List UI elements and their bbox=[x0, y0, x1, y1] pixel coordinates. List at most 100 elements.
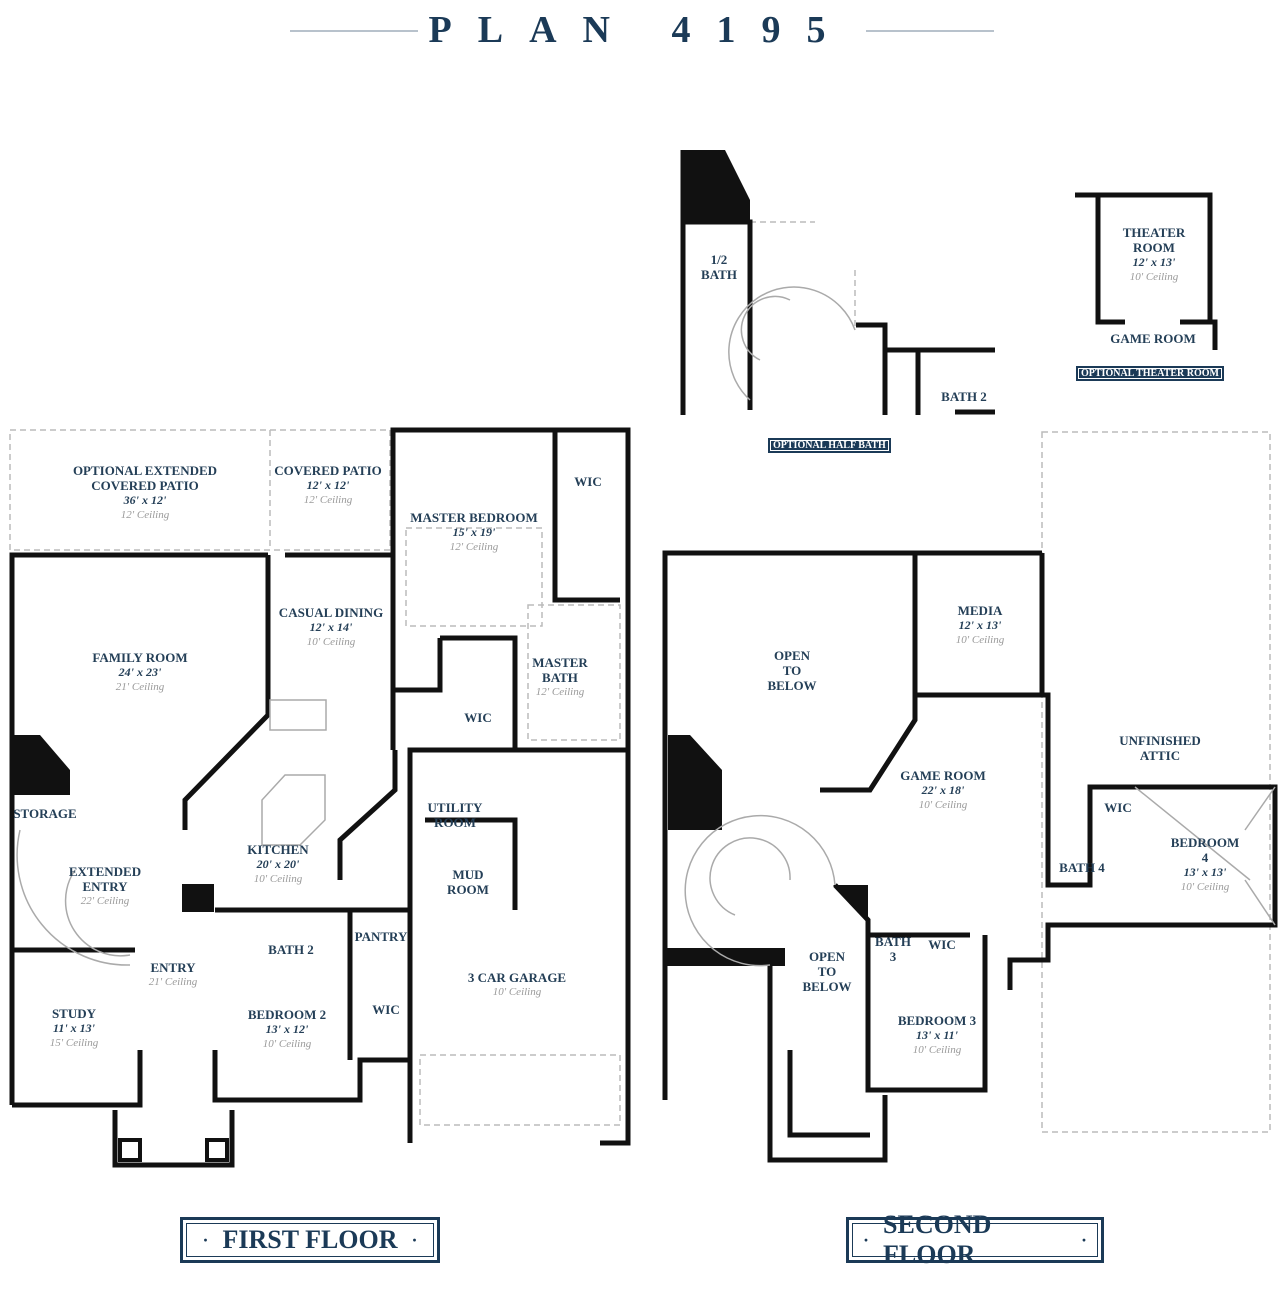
second-floor-solid-blocks bbox=[665, 735, 868, 966]
room-name: BEDROOM 3 bbox=[897, 1013, 977, 1028]
room-name: STUDY bbox=[51, 1006, 97, 1021]
room-ceiling: 10' Ceiling bbox=[955, 634, 1005, 646]
room-label: UTILITY ROOM bbox=[428, 800, 483, 830]
room-size: 15' x 19' bbox=[452, 525, 496, 539]
room-label: PANTRY bbox=[355, 929, 408, 944]
bullet-icon: · bbox=[863, 1229, 870, 1250]
room-ceiling: 10' Ceiling bbox=[912, 1044, 962, 1056]
room-label: GAME ROOM bbox=[1110, 331, 1196, 346]
room-ceiling: 15' Ceiling bbox=[49, 1037, 99, 1049]
room-label: OPEN TO BELOW bbox=[802, 949, 851, 994]
room-label: WIC bbox=[928, 937, 955, 952]
room-name: CASUAL DINING bbox=[278, 605, 384, 620]
half-bath-stair bbox=[728, 286, 856, 401]
room-name: MASTER BATH bbox=[532, 655, 588, 685]
second-floor-stair bbox=[684, 786, 1276, 967]
room-size: 12' x 12' bbox=[306, 478, 350, 492]
half-bath-inset-blocks bbox=[685, 150, 750, 222]
room-size: 36' x 12' bbox=[123, 493, 167, 507]
first-floor-text: FIRST FLOOR bbox=[222, 1225, 398, 1254]
room-name: UNFINISHED ATTIC bbox=[1119, 733, 1201, 763]
room-name: MUD ROOM bbox=[447, 867, 489, 897]
room-name: PANTRY bbox=[354, 929, 408, 944]
room-name: OPEN TO BELOW bbox=[802, 949, 852, 994]
room-name: UTILITY ROOM bbox=[427, 800, 483, 830]
room-ceiling: 10' Ceiling bbox=[306, 636, 356, 648]
room-label: OPEN TO BELOW bbox=[767, 648, 816, 693]
room-name: BATH 4 bbox=[1059, 860, 1105, 875]
room-label: WIC bbox=[1104, 800, 1131, 815]
room-ceiling: 10' Ceiling bbox=[1180, 881, 1230, 893]
room-label: BATH 2 bbox=[941, 389, 987, 404]
room-name: WIC bbox=[928, 937, 956, 952]
room-name: FAMILY ROOM bbox=[92, 650, 188, 665]
dashed-outlines bbox=[9, 221, 1271, 1133]
room-label: 1/2 BATH bbox=[701, 252, 737, 282]
room-name: BATH 2 bbox=[268, 942, 314, 957]
room-label: BATH 2 bbox=[268, 942, 314, 957]
room-name: GAME ROOM bbox=[900, 768, 986, 783]
room-label: WIC bbox=[464, 710, 491, 725]
room-label: MUD ROOM bbox=[447, 867, 489, 897]
first-floor-label: · FIRST FLOOR · bbox=[180, 1217, 440, 1263]
room-name: MASTER BEDROOM bbox=[410, 510, 538, 525]
room-size: 24' x 23' bbox=[118, 665, 162, 679]
room-name: 3 CAR GARAGE bbox=[467, 970, 567, 985]
room-name: EXTENDED ENTRY bbox=[68, 864, 142, 894]
room-size: 13' x 12' bbox=[265, 1022, 309, 1036]
room-size: 20' x 20' bbox=[256, 857, 300, 871]
room-name: OPTIONAL EXTENDED COVERED PATIO bbox=[72, 463, 218, 493]
title-rule-left bbox=[290, 30, 418, 32]
room-name: WIC bbox=[372, 1002, 400, 1017]
bullet-icon: · bbox=[202, 1229, 209, 1250]
bullet-icon: · bbox=[1080, 1229, 1087, 1250]
room-size: 12' x 13' bbox=[1132, 255, 1176, 269]
room-name: KITCHEN bbox=[247, 842, 309, 857]
first-floor-solid-blocks bbox=[12, 735, 229, 1162]
room-ceiling: 12' Ceiling bbox=[303, 494, 353, 506]
first-floor-walls bbox=[9, 427, 631, 1168]
room-ceiling: 22' Ceiling bbox=[80, 895, 130, 907]
room-ceiling: 10' Ceiling bbox=[492, 986, 542, 998]
room-label: UNFINISHED ATTIC bbox=[1100, 733, 1220, 763]
room-name: THEATER ROOM bbox=[1122, 225, 1186, 255]
room-label: WIC bbox=[574, 474, 601, 489]
room-name: BATH 2 bbox=[941, 389, 987, 404]
room-name: COVERED PATIO bbox=[274, 463, 382, 478]
room-label: STORAGE bbox=[13, 806, 76, 821]
room-ceiling: 10' Ceiling bbox=[253, 873, 303, 885]
room-ceiling: 10' Ceiling bbox=[262, 1038, 312, 1050]
room-ceiling: 21' Ceiling bbox=[148, 976, 198, 988]
room-label: WIC bbox=[372, 1002, 399, 1017]
room-name: BATH 3 bbox=[875, 934, 911, 964]
room-ceiling: 12' Ceiling bbox=[535, 686, 585, 698]
room-ceiling: 12' Ceiling bbox=[120, 509, 170, 521]
room-size: 13' x 13' bbox=[1183, 865, 1227, 879]
title-rule-right bbox=[866, 30, 994, 32]
room-name: GAME ROOM bbox=[1110, 331, 1196, 346]
room-name: 1/2 BATH bbox=[701, 252, 737, 282]
room-size: 13' x 11' bbox=[915, 1028, 958, 1042]
theater-inset-walls bbox=[1075, 192, 1218, 350]
bullet-icon: · bbox=[411, 1229, 418, 1250]
room-ceiling: 12' Ceiling bbox=[449, 541, 499, 553]
room-name: BEDROOM 2 bbox=[247, 1007, 327, 1022]
first-floor-stair bbox=[16, 699, 327, 966]
optional-theater-room-tag: OPTIONAL THEATER ROOM bbox=[1076, 366, 1224, 381]
second-floor-text: SECOND FLOOR bbox=[883, 1210, 992, 1269]
room-name: WIC bbox=[1104, 800, 1132, 815]
room-label: BATH 4 bbox=[1059, 860, 1105, 875]
